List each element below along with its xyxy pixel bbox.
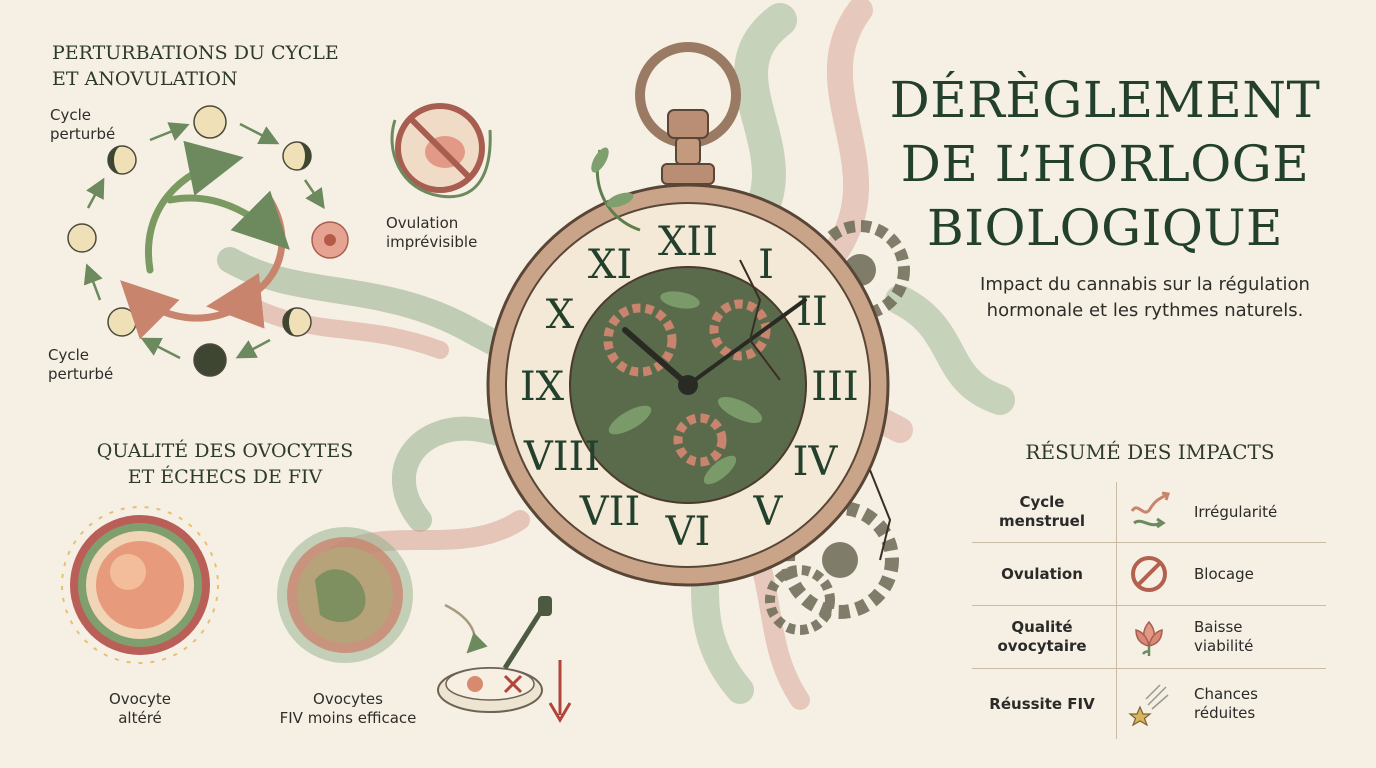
table-row: Ovulation Blocage: [972, 543, 1326, 606]
row-label: Réussite FIV: [989, 694, 1095, 713]
svg-text:III: III: [811, 364, 858, 410]
svg-text:IX: IX: [520, 364, 565, 410]
falling-star-icon: [1116, 669, 1181, 739]
menstrual-cycle-diagram: [67, 105, 349, 377]
svg-text:II: II: [796, 289, 828, 335]
svg-text:X: X: [546, 292, 575, 338]
section-title-ovocytes: QUALITÉ DES OVOCYTES ET ÉCHECS DE FIV: [96, 440, 354, 488]
irregular-arrows-icon: [1116, 482, 1181, 542]
moon-phase-icon: [67, 105, 312, 377]
svg-text:XI: XI: [588, 242, 632, 288]
cycle-label-bottom: Cycle perturbé: [48, 346, 114, 383]
ovocytes-ivf-label: Ovocytes FIV moins efficace: [279, 690, 417, 727]
blocked-circle-icon: [1116, 543, 1181, 605]
section-title-cycle: PERTURBATIONS DU CYCLE ET ANOVULATION: [52, 42, 339, 90]
ovulation-label: Ovulation imprévisible: [386, 214, 478, 251]
blocked-ovulation-icon: [390, 103, 492, 199]
svg-text:VII: VII: [579, 489, 641, 535]
ovocyte-altered-label: Ovocyte altéré: [108, 690, 172, 727]
row-impact: Blocage: [1194, 564, 1254, 583]
summary-title: RÉSUMÉ DES IMPACTS: [1025, 440, 1275, 464]
svg-text:V: V: [753, 489, 784, 535]
page-title: DÉRÈGLEMENT DE L’HORLOGE BIOLOGIQUE: [889, 71, 1321, 257]
ivf-dish-icon: [437, 596, 572, 723]
healthy-ovocyte-icon: [61, 506, 219, 664]
svg-text:VIII: VIII: [523, 434, 600, 480]
damaged-ovocyte-icon: [277, 527, 413, 663]
row-label: Ovulation: [1001, 564, 1083, 583]
svg-text:XII: XII: [658, 219, 718, 265]
svg-text:I: I: [758, 242, 774, 288]
svg-text:IV: IV: [793, 439, 839, 485]
page-subtitle: Impact du cannabis sur la régulation hor…: [980, 274, 1310, 321]
row-impact: Irrégularité: [1194, 502, 1278, 521]
lotus-flower-icon: [1116, 606, 1181, 668]
gear-icon: [765, 220, 910, 635]
flower-icon: [311, 221, 349, 259]
cycle-label-top: Cycle perturbé: [50, 106, 116, 143]
pocket-watch-icon: XII I II III IV V VI VII VIII IX X XI: [486, 42, 892, 587]
svg-text:VI: VI: [665, 509, 711, 555]
